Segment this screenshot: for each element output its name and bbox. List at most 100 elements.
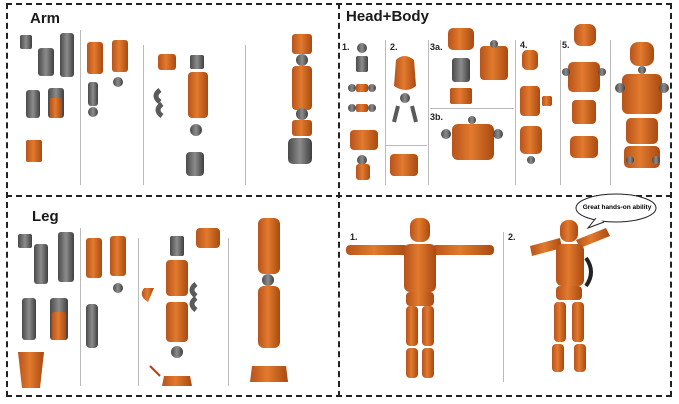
lower-torso [570,136,598,158]
tpose-pelvis [406,292,434,306]
leg-orange-thigh [110,236,126,276]
leg-orange-knee-cap [142,288,154,302]
arm-gray-pin [88,82,98,106]
joint-ball [348,104,356,112]
pose-figures [346,194,656,378]
joint-ball [348,84,356,92]
arm-gray-part [26,90,40,118]
head-piece [522,50,538,70]
tpose-left-arm [346,245,408,255]
neck-ball [468,116,476,124]
waist-ball [357,155,367,165]
arm-parts-exploded [20,33,312,176]
leg-ball-joint [113,283,123,293]
body-hip [626,156,634,164]
leg-assembled-shin [258,286,280,348]
leg-gray-clip [18,234,32,248]
leg-gray-socket [170,236,184,256]
body-head [630,42,654,66]
joint-link [356,104,368,112]
arm-orange-upper [112,40,128,72]
body-hip [652,156,660,164]
arm-assembled-shoulder [292,34,312,54]
torso-cup [450,88,472,104]
arm-orange-cap [26,140,42,162]
arm-orange-assembly [188,72,208,118]
tpose-head [410,218,430,242]
arm-assembled-hand [288,138,312,164]
chest-assembly [452,124,494,160]
neck-ball [357,43,367,53]
pose-pelvis [556,286,582,300]
leg-gray-pin [86,304,98,348]
shoulder-ball [562,68,570,76]
neck-peg [356,56,368,72]
head-body-parts [348,24,669,180]
body-chest [622,74,662,114]
tpose-left-thigh [406,306,418,346]
leg-ankle-ball [171,346,183,358]
arm-gray-hand [186,152,204,176]
arm-assembled-upper [292,66,312,110]
hand-fist [394,56,416,90]
arm-ball-joint [190,124,202,136]
arm-assembled-elbow [296,108,308,120]
pose-torso [556,244,584,286]
upper-torso [568,62,600,92]
pose-left-thigh [554,302,566,342]
leg-gray-part [22,298,36,340]
shoulder-ball [441,129,451,139]
leg-orange-lower [166,302,188,342]
body-abdomen [626,118,658,144]
tpose-left-shin [406,348,418,378]
wrist-ball [400,93,410,103]
arm-gray-forearm [60,33,74,77]
arm-gray-socket [190,55,204,69]
head-full [574,24,596,46]
torso-piece [520,86,540,116]
leg-orange-insert [52,312,66,340]
leg-gray-clamp [192,284,196,310]
arm-gray-clip [20,35,32,49]
arm-orange-shoulder [158,54,176,70]
leg-foot [162,376,192,386]
torso-ball [490,40,498,48]
arm-ball-joint [113,77,123,87]
body-neck [638,66,646,74]
waist-piece [356,164,370,180]
wrist-clip [394,106,416,122]
joint-ball [368,84,376,92]
tpose-right-thigh [422,306,434,346]
pose-prop [586,258,591,286]
leg-gray-shin-core [34,244,48,284]
body-shoulder [615,83,625,93]
torso-shell [480,46,508,80]
leg-gray-thigh-core [58,232,74,282]
leg-orange-hip-cap [196,228,220,248]
chest-piece [350,130,378,150]
mid-torso [572,100,596,124]
arm-gray-hand-part [38,48,54,76]
arm-assembled-joint [296,54,308,66]
speech-bubble-text: Great hands-on ability [582,204,652,211]
leg-arrow [150,366,160,376]
arm-orange-upper [87,42,103,74]
arm-ball-joint [88,107,98,117]
tpose-torso [404,244,436,292]
leg-parts-exploded [18,218,288,388]
pose-right-shin [574,344,586,372]
joint-link [356,84,368,92]
pose-head [560,220,578,242]
pose-left-shin [552,344,564,372]
leg-assembled-foot [250,366,288,382]
body-shoulder [659,83,669,93]
tpose-right-shin [422,348,434,378]
abdomen-piece [520,126,542,154]
leg-orange-thigh [86,238,102,278]
hip-ball [527,156,535,164]
tpose-right-arm [432,245,494,255]
head-upper [448,28,474,50]
arm-orange-insert [50,98,62,118]
pose-right-thigh [572,302,584,342]
